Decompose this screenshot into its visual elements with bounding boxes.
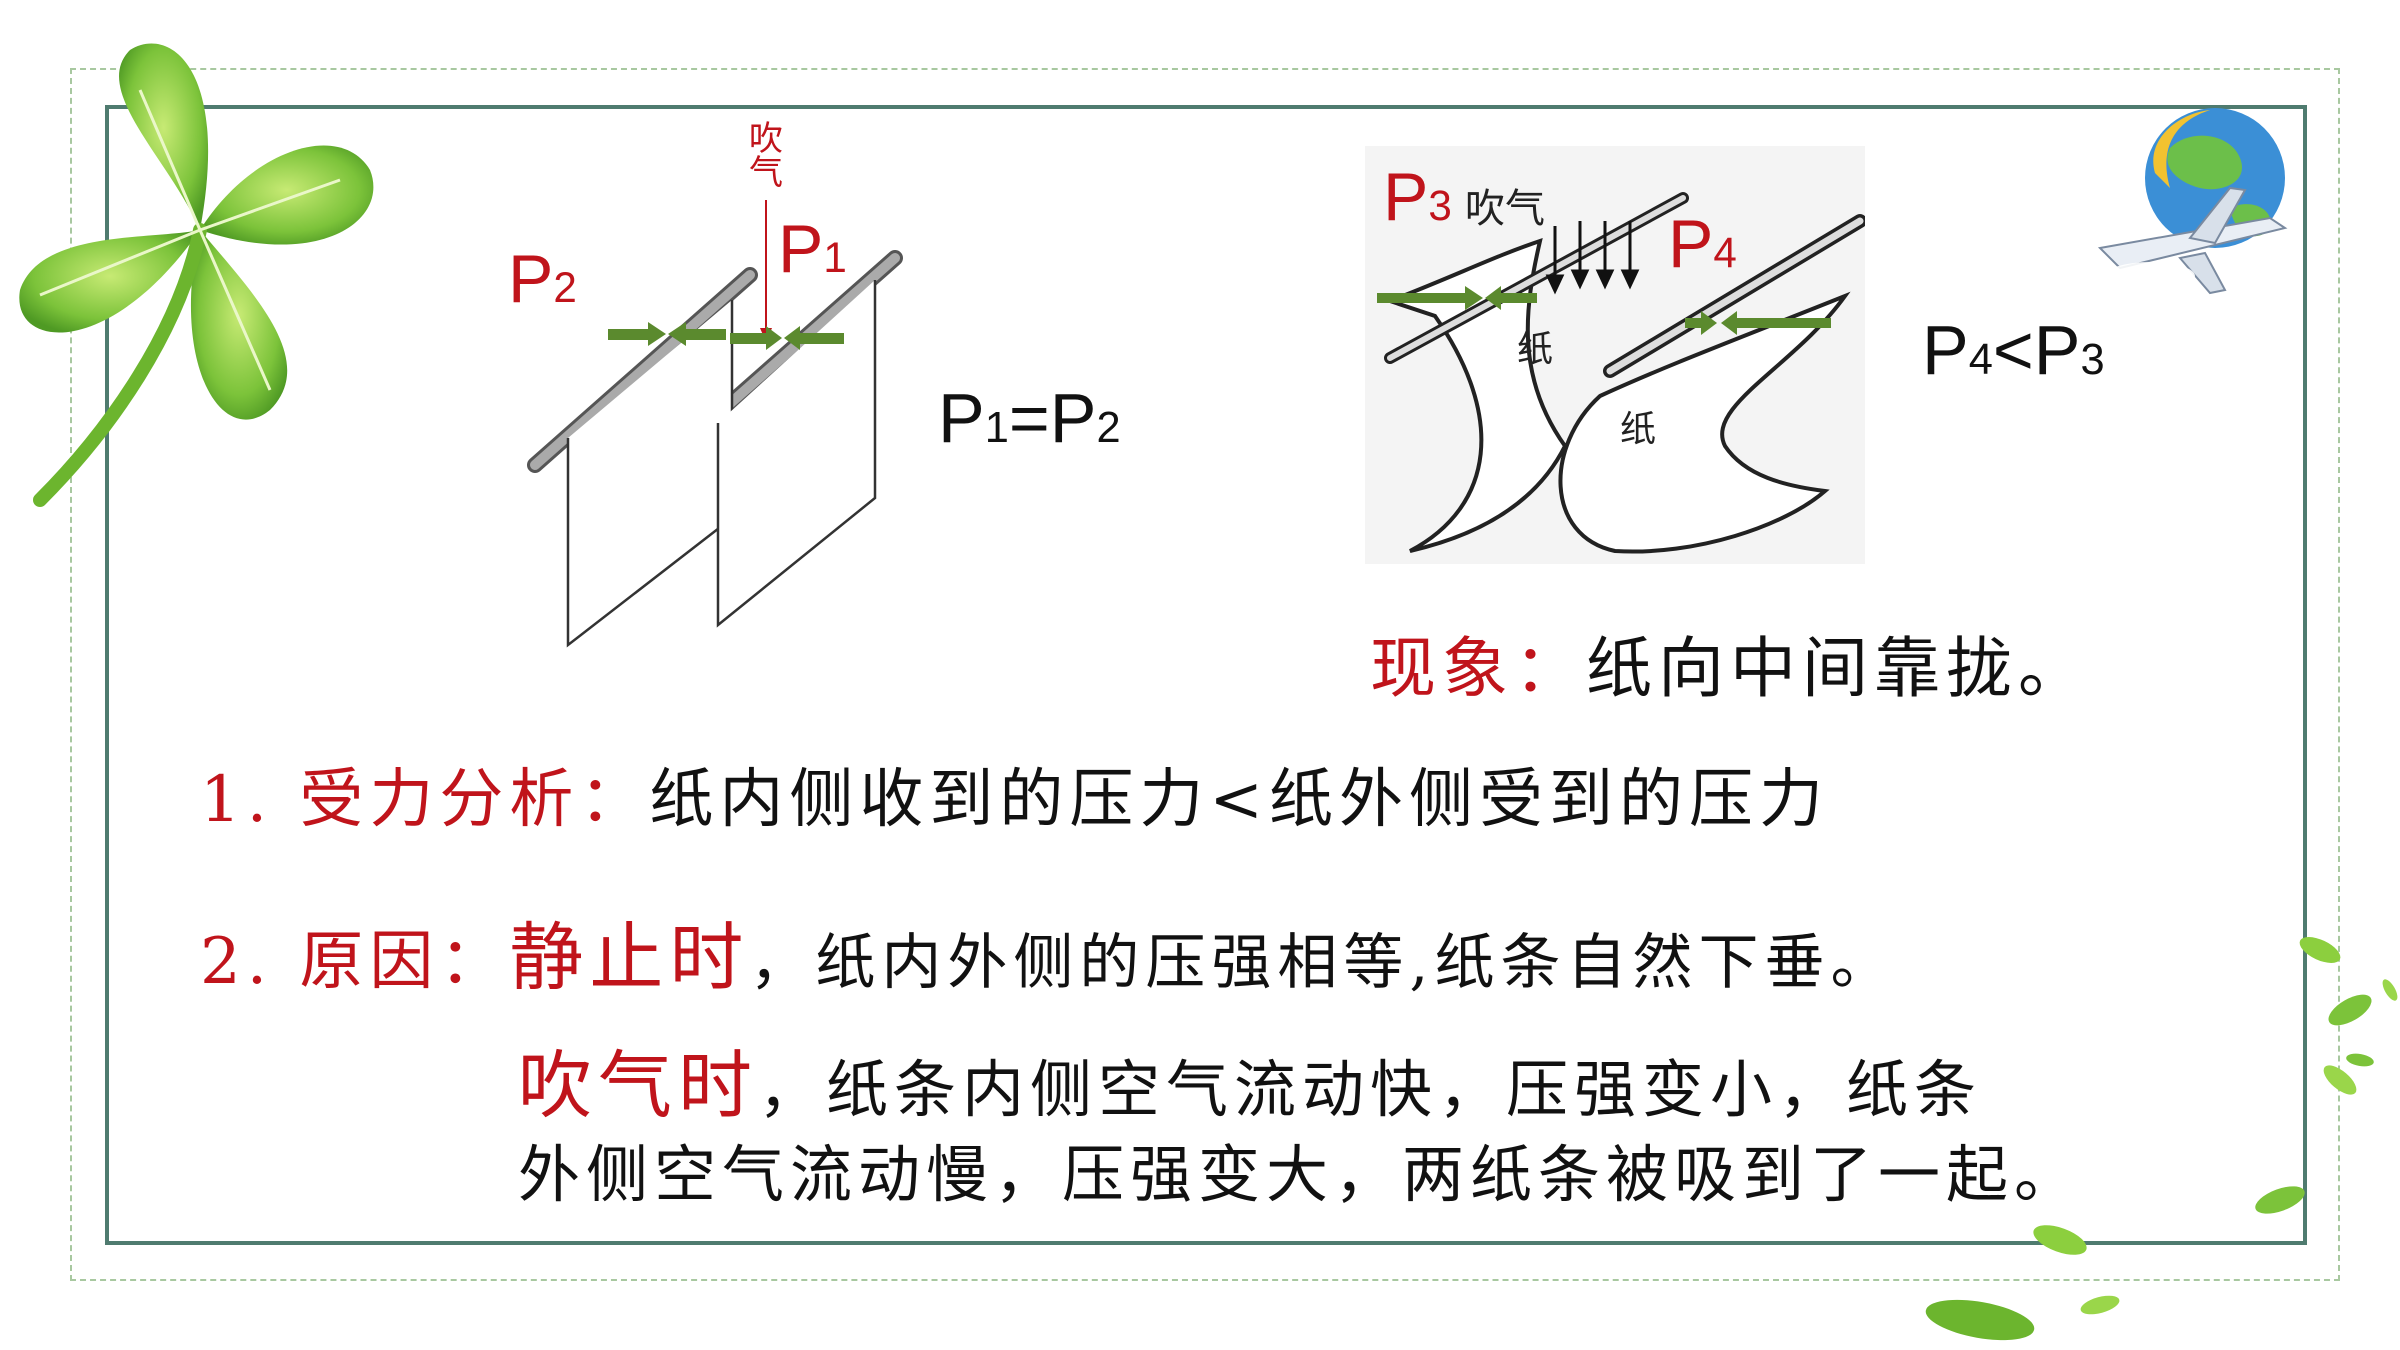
blow-label-right: 吹气: [1465, 186, 1545, 232]
reason-label: 2. 原因：: [200, 925, 510, 999]
paper-label-2: 纸: [1620, 409, 1657, 450]
arrow-p2-left: [608, 329, 648, 340]
paper-strip-right: [716, 280, 877, 628]
reason-line-3: 外侧空气流动慢，压强变大，两纸条被吸到了一起。: [518, 1124, 2082, 1214]
blow-text-2: 外侧空气流动慢，压强变大，两纸条被吸到了一起。: [518, 1138, 2083, 1211]
outer-dashed-frame: [70, 68, 2340, 1281]
blow-time-label: 吹气时: [518, 1043, 758, 1129]
analysis-text: 纸内侧收到的压力<纸外侧受到的压力: [649, 763, 1830, 837]
phenomenon-line: 现象：纸向中间靠拢。: [1370, 615, 2090, 711]
equation-p4-less-p3: P4<P3: [1922, 311, 2105, 389]
arrow-p1-left: [730, 333, 766, 344]
reason-line-1: 2. 原因：静止时，纸内外侧的压强相等,纸条自然下垂。: [200, 898, 1896, 1005]
phenomenon-label: 现象：: [1370, 630, 1586, 707]
still-label: 静止时: [509, 915, 750, 1001]
arrow-p4-right: [1735, 318, 1831, 328]
inner-frame: [105, 105, 2307, 1245]
paper-strips-static-diagram: [527, 200, 903, 648]
clover-icon: [19, 43, 374, 507]
paper-sheet-left: [1384, 237, 1568, 553]
phenomenon-text: 纸向中间靠拢。: [1586, 630, 2090, 707]
analysis-label: 1. 受力分析：: [200, 763, 650, 837]
globe-airplane-icon: [2097, 108, 2288, 295]
p3-label: P3: [1383, 159, 1452, 235]
blow-label-left: 吹气: [749, 119, 783, 193]
arrow-p3-left: [1377, 293, 1467, 303]
falling-leaves-icon: [1925, 937, 2398, 1341]
still-text: ，纸内外侧的压强相等,纸条自然下垂。: [749, 928, 1897, 998]
p1-label: P1: [778, 211, 847, 287]
paper-strip-left: [566, 300, 734, 648]
p4-label: P4: [1668, 206, 1737, 282]
arrow-p2-right: [686, 329, 726, 340]
paper-blowing-photo: 纸 纸: [1365, 146, 1865, 564]
p2-label: P2: [508, 241, 577, 317]
analysis-line: 1. 受力分析：纸内侧收到的压力<纸外侧受到的压力: [200, 748, 1829, 840]
paper-label-1: 纸: [1517, 329, 1554, 370]
arrow-p3-right: [1499, 293, 1537, 303]
arrow-p4-left: [1685, 318, 1703, 328]
blow-text-1: ，纸条内侧空气流动快，压强变小，纸条: [758, 1053, 1983, 1126]
arrow-p1-right: [800, 333, 844, 344]
equation-p1-equals-p2: P1=P2: [938, 379, 1121, 457]
reason-line-2: 吹气时，纸条内侧空气流动快，压强变小，纸条: [518, 1026, 1982, 1133]
